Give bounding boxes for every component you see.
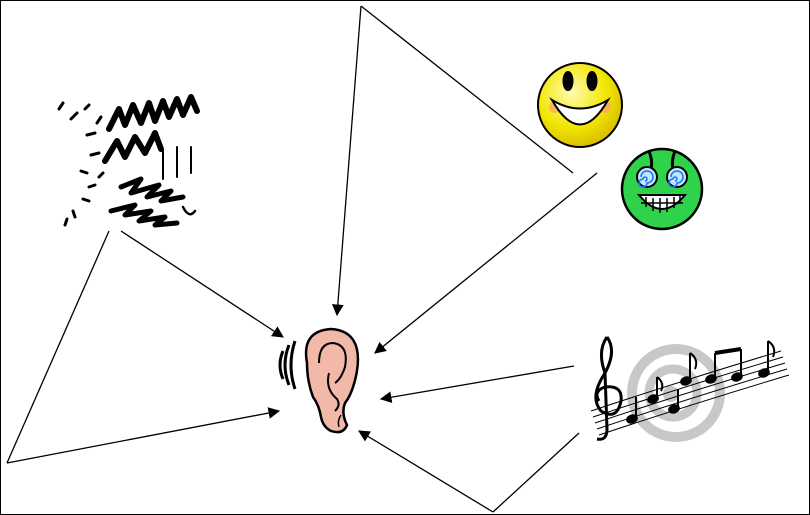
arrow-left-corner-to-ear — [7, 411, 279, 463]
music-notes-icon — [591, 337, 789, 439]
yellow-smiley-icon — [538, 63, 622, 147]
arrow-noise-to-ear — [121, 231, 283, 337]
arrow-bottom-to-ear — [359, 431, 493, 512]
connector-lines — [7, 6, 579, 512]
arrow-music-to-ear — [381, 366, 574, 399]
arrow-lines — [7, 6, 597, 512]
arrow-top-to-ear — [337, 6, 361, 315]
arrow-smiley-to-ear — [375, 173, 597, 353]
line-bottom-to-music — [493, 433, 579, 512]
green-crazy-smiley-icon — [622, 149, 702, 229]
ear-icon — [280, 329, 358, 432]
line-left-corner-to-noise — [7, 231, 109, 463]
noise-scribble-icon — [59, 97, 197, 225]
